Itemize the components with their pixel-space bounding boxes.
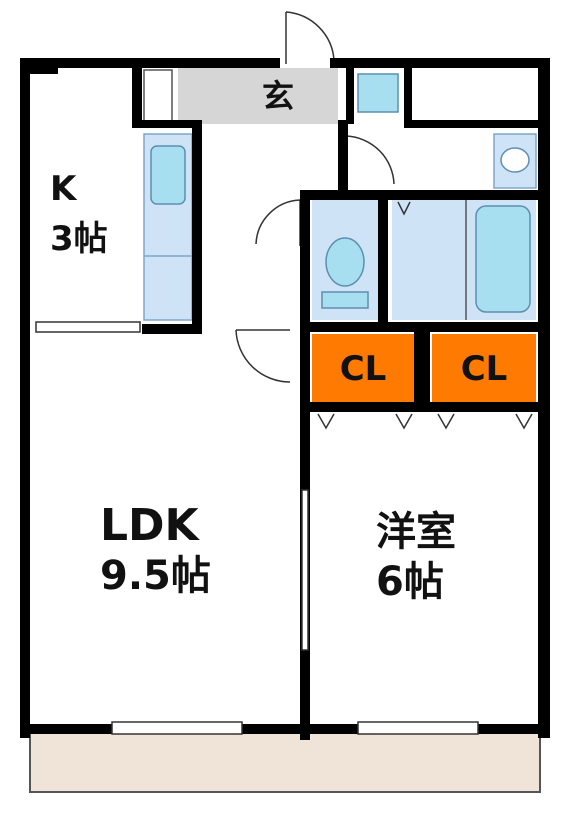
bathtub-icon: [475, 205, 531, 313]
entry-door-swing: [285, 11, 335, 64]
wash-door-swing: [345, 135, 395, 186]
balcony: [29, 729, 541, 793]
toilet-door-swing: [255, 199, 301, 246]
genkan-name: 玄: [262, 77, 295, 115]
genkan-floor: [178, 68, 338, 124]
closet-door-marks: [317, 201, 533, 430]
closet-right-label: CL: [460, 349, 508, 389]
windows: [35, 321, 479, 735]
toilet-tank-icon: [321, 291, 369, 309]
kitchen-name: K: [50, 169, 77, 209]
walls: [20, 58, 550, 740]
wash-basin-icon: [500, 147, 530, 173]
kitchen-sink-icon: [150, 145, 186, 205]
toilet-icon: [325, 237, 365, 287]
closet-right-fill: [432, 334, 536, 404]
closet-left-fill: [312, 334, 414, 404]
ldk-size: 9.5帖: [100, 553, 211, 599]
western-room-size: 6帖: [376, 559, 444, 605]
kitchen-size: 3帖: [50, 219, 108, 259]
ldk-name: LDK: [100, 500, 199, 551]
ldk-door-swing: [235, 329, 291, 383]
shoe-cabinet: [143, 69, 173, 123]
western-room-name: 洋室: [376, 509, 456, 555]
closet-left-label: CL: [339, 349, 387, 389]
washbasin-icon: [357, 73, 399, 113]
